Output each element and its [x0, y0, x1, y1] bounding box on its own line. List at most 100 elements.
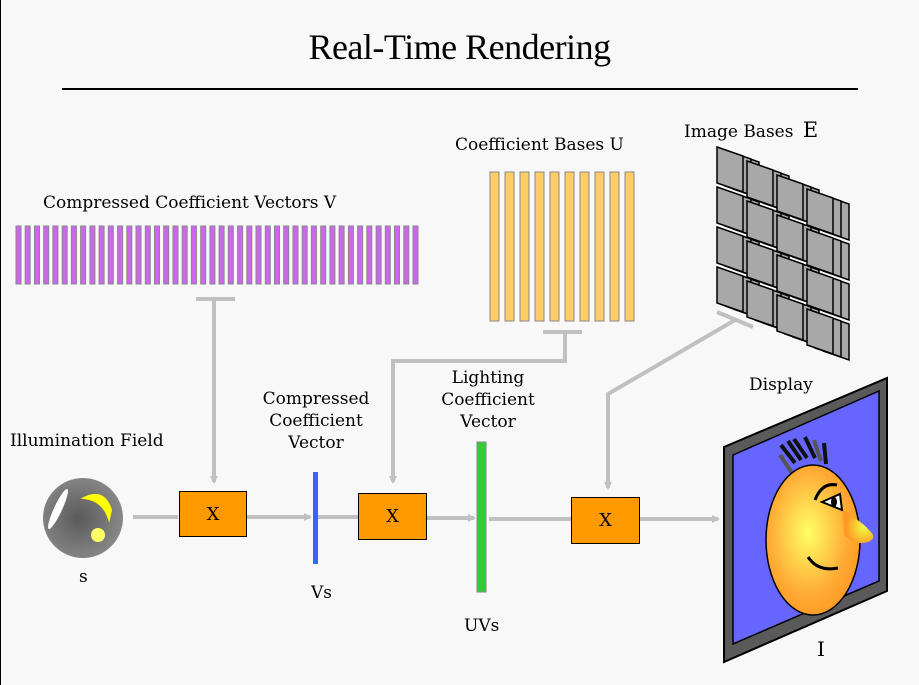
compressed-vector-bar: [172, 225, 179, 285]
coefficient-basis-bar: [489, 171, 500, 322]
label-display-symbol: I: [817, 637, 825, 661]
compressed-vector-bar: [338, 225, 345, 285]
slide-border: [0, 0, 1, 685]
compressed-vector-bar: [154, 225, 160, 285]
coefficient-basis-bar: [579, 171, 590, 322]
face-mouth: [806, 556, 839, 571]
compressed-vector-bar: [34, 225, 40, 285]
compressed-vector-bar: [144, 225, 151, 285]
compressed-vector-bar: [190, 225, 197, 285]
label-line: Lighting: [451, 368, 525, 388]
compressed-vector-bar: [412, 225, 419, 285]
image-basis-tile: [716, 225, 744, 274]
compressed-vector-bar: [98, 225, 105, 285]
compressed-vector-bar: [89, 225, 96, 285]
compressed-vector-bar: [237, 225, 244, 285]
compressed-vector-bar: [394, 225, 400, 285]
compressed-vector-bar: [107, 225, 114, 285]
image-basis-tile: [776, 213, 804, 262]
compressed-vector-bar: [310, 225, 317, 285]
coefficient-bases: [489, 171, 635, 322]
image-basis-tile: [746, 239, 774, 288]
compressed-vector-bar: [80, 225, 87, 285]
compressed-vector-bar: [52, 225, 59, 285]
coefficient-basis-bar: [534, 171, 545, 322]
compressed-vector-bar: [283, 225, 290, 285]
compressed-vector-bar: [375, 225, 382, 285]
compressed-vector-bar: [15, 225, 22, 285]
compressed-vector-bar: [181, 225, 188, 285]
compressed-vector-bar: [43, 225, 50, 285]
e-connector: [604, 318, 737, 490]
coefficient-basis-bar: [519, 171, 530, 322]
uvs-vector-bar: [476, 441, 487, 593]
compressed-vector-bar: [61, 225, 68, 285]
compressed-vector-bar: [227, 225, 234, 285]
image-bases: [716, 145, 850, 362]
compressed-vector-bar: [246, 225, 253, 285]
compressed-vector-bar: [70, 225, 77, 285]
compressed-vector-bar: [357, 225, 364, 285]
label-lighting-vector: Lighting Coefficient Vector: [418, 367, 558, 433]
vs-vector-bar: [313, 472, 318, 564]
compressed-vector-bar: [301, 225, 308, 285]
multiply-operator-2: X: [358, 493, 427, 540]
compressed-vector-bar: [274, 225, 280, 285]
u-connector: [389, 332, 567, 484]
image-basis-tile: [716, 145, 744, 194]
compressed-vector-bar: [24, 225, 31, 285]
image-basis-tile: [806, 227, 834, 276]
title-rule: [62, 88, 858, 90]
compressed-vector-bar: [384, 225, 391, 285]
display-monitor-icon: [723, 376, 888, 664]
compressed-coefficient-vectors: [15, 225, 419, 285]
face-nose: [843, 510, 874, 544]
label-illumination-field: Illumination Field: [10, 431, 164, 451]
compressed-vector-bar: [135, 225, 142, 285]
image-basis-tile: [776, 293, 804, 342]
label-line: Coefficient: [269, 411, 363, 431]
label-display: Display: [749, 375, 813, 395]
image-basis-tile: [806, 307, 834, 356]
illumination-sphere-icon: [43, 478, 123, 558]
label-uvs: UVs: [464, 616, 500, 636]
label-image-bases: Image Bases E: [684, 119, 818, 143]
coefficient-basis-bar: [609, 171, 620, 322]
connectors: [133, 297, 754, 523]
compressed-vector-bar: [117, 225, 124, 285]
label-line: Vector: [460, 412, 516, 432]
label-line: Coefficient: [441, 390, 535, 410]
coefficient-basis-bar: [504, 171, 515, 322]
image-basis-tile: [746, 279, 774, 328]
image-basis-tile: [806, 187, 834, 236]
compressed-vector-bar: [329, 225, 336, 285]
image-basis-tile: [776, 173, 804, 222]
image-basis-tile: [716, 265, 744, 314]
image-bases-text: Image Bases: [684, 122, 794, 142]
compressed-vector-bar: [347, 225, 354, 285]
coefficient-basis-bar: [624, 171, 635, 322]
label-line: Vector: [288, 433, 344, 453]
label-compressed-vector: Compressed Coefficient Vector: [246, 388, 386, 454]
compressed-vector-bar: [255, 225, 262, 285]
compressed-vector-bar: [366, 225, 373, 285]
image-basis-tile: [716, 185, 744, 234]
image-basis-tile: [746, 199, 774, 248]
slide-title: Real-Time Rendering: [308, 27, 611, 67]
image-basis-tile: [776, 253, 804, 302]
label-compressed-coefficient-vectors: Compressed Coefficient Vectors V: [43, 193, 337, 213]
compressed-vector-bar: [200, 225, 207, 285]
compressed-vector-bar: [209, 225, 216, 285]
face: [765, 464, 861, 616]
compressed-vector-bar: [403, 225, 410, 285]
face-hair: [778, 436, 828, 475]
e-connector-cap: [716, 310, 754, 329]
coefficient-basis-bar: [564, 171, 575, 322]
label-line: Compressed: [262, 389, 370, 409]
compressed-vector-bar: [218, 225, 225, 285]
image-basis-tile: [746, 159, 774, 208]
multiply-operator-3: X: [571, 497, 640, 544]
compressed-vector-bar: [264, 225, 271, 285]
label-illumination-symbol: s: [79, 567, 88, 587]
